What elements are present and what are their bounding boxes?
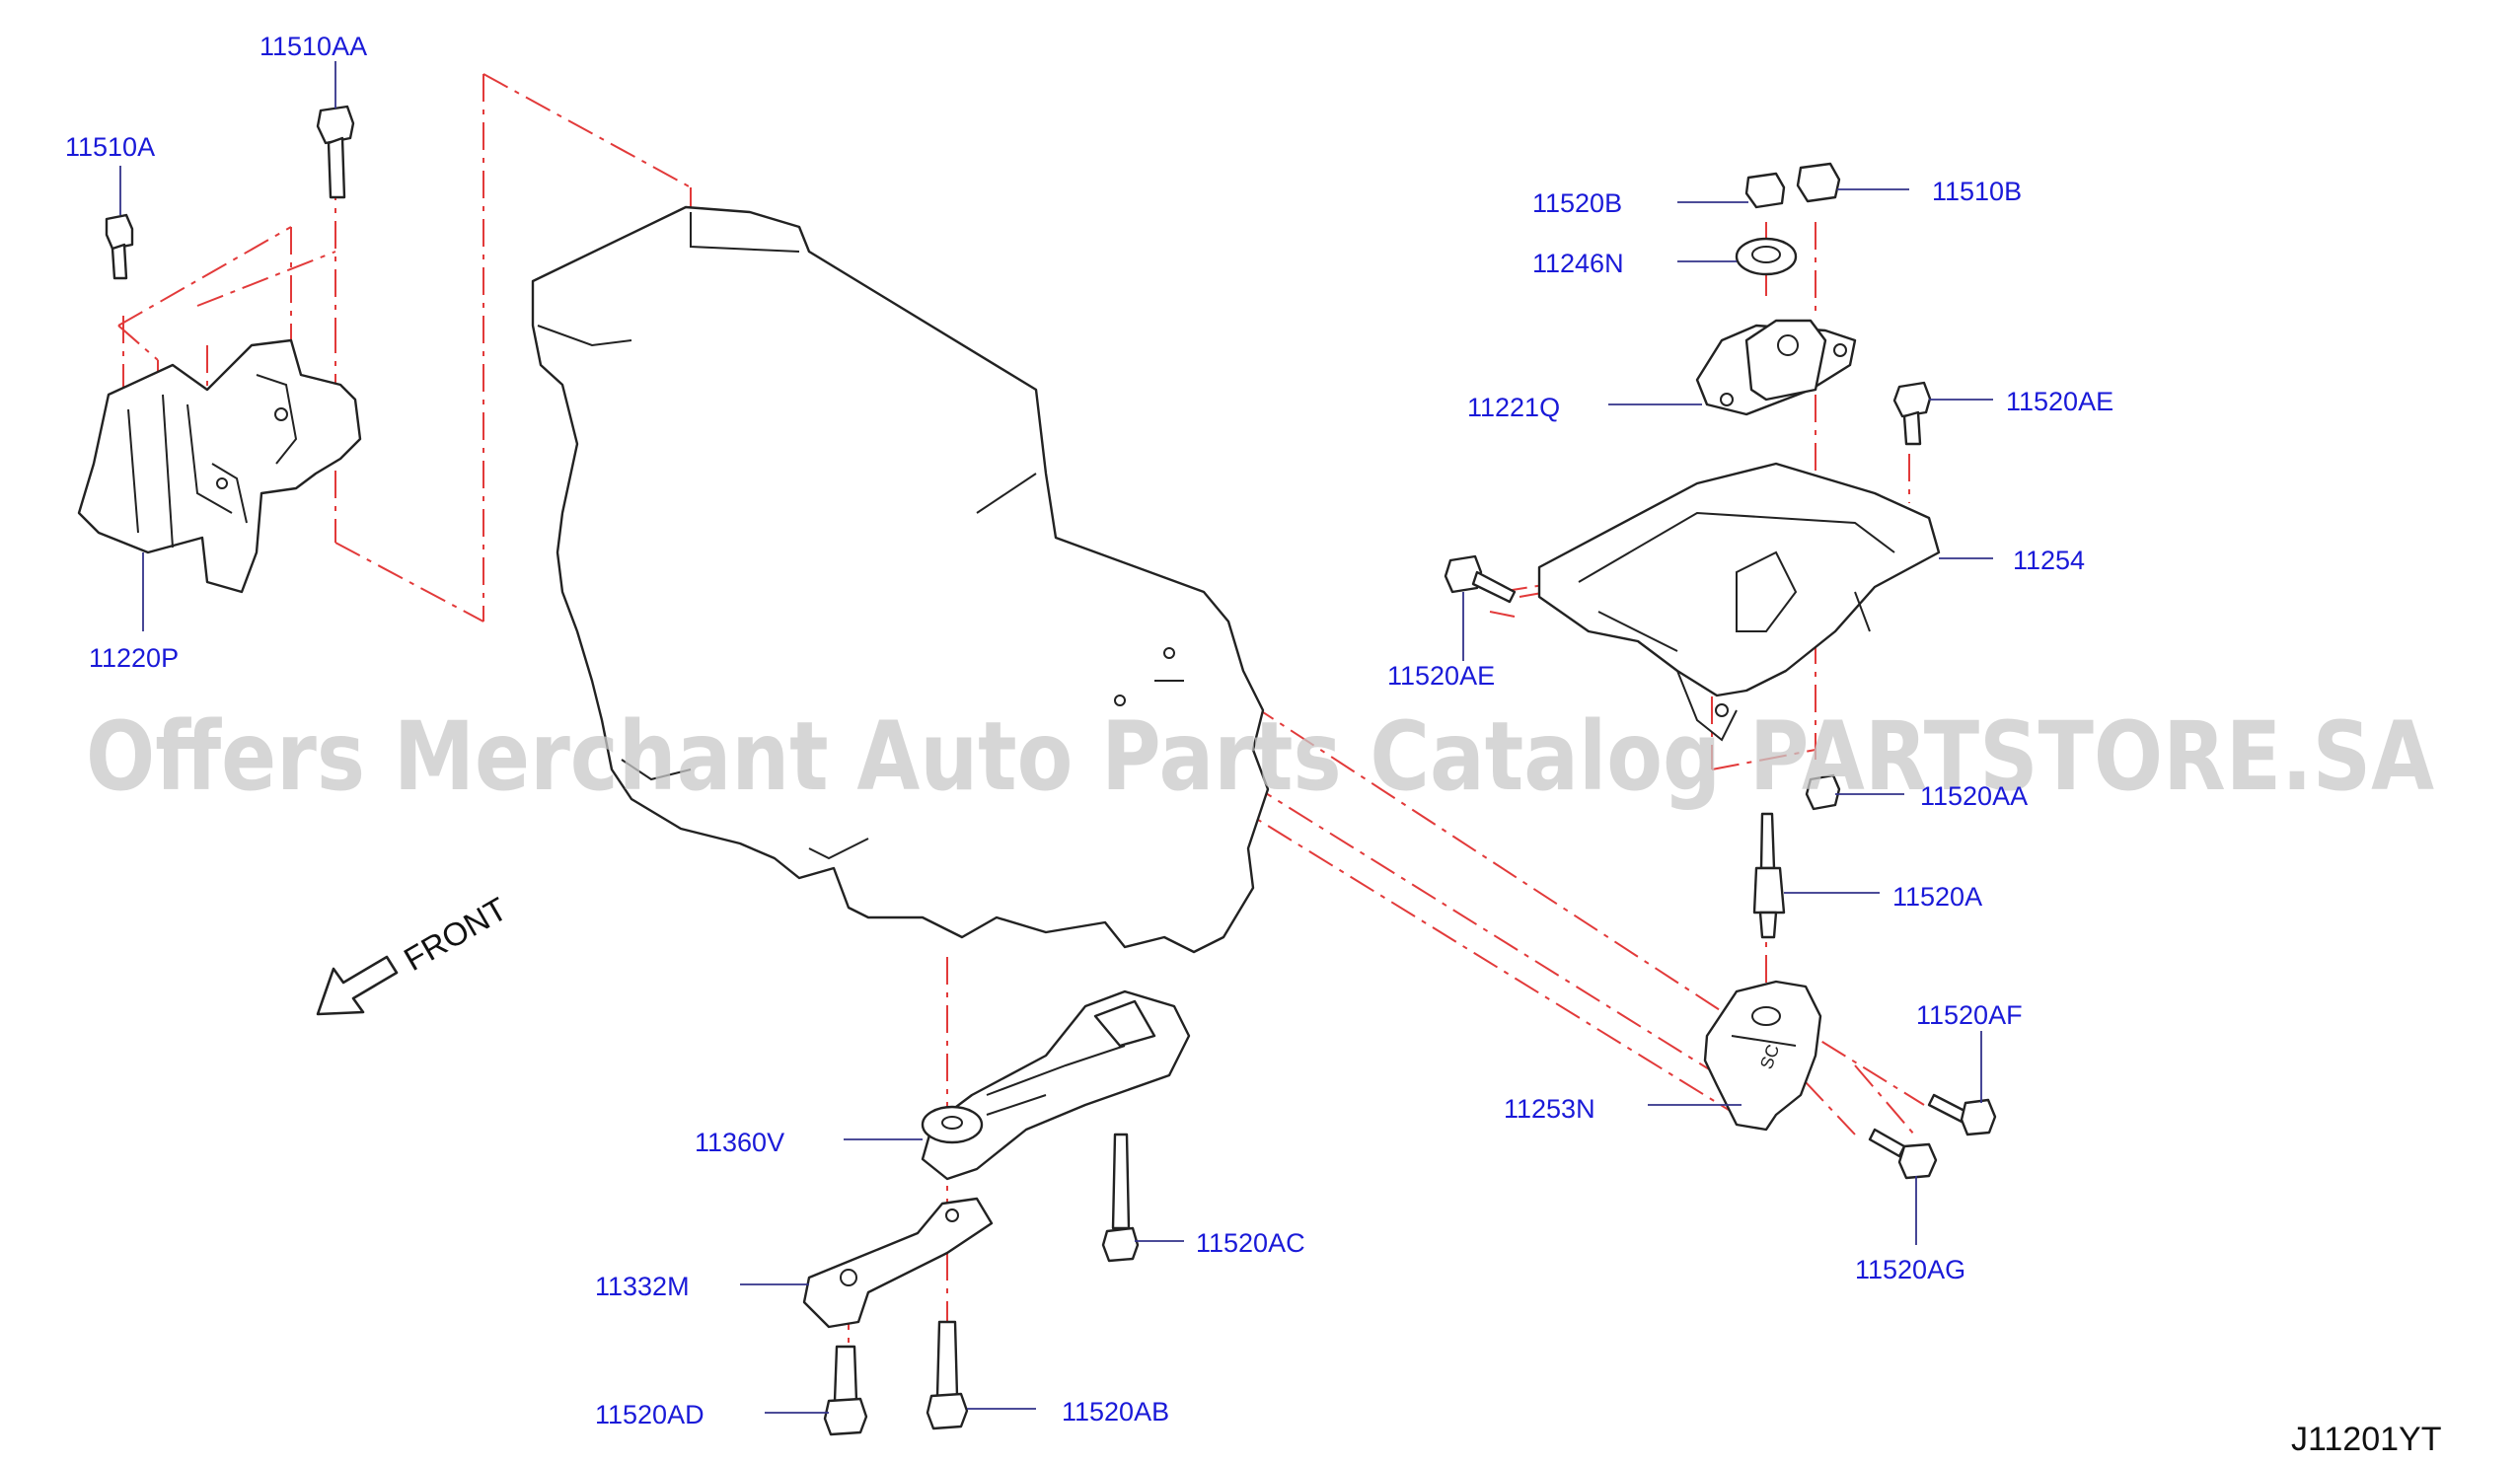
part-label-11510A[interactable]: 11510A bbox=[65, 132, 155, 162]
bolt-11510AA bbox=[316, 105, 355, 199]
bolt-11520AC bbox=[1101, 1133, 1140, 1263]
insulator-11221Q bbox=[1695, 319, 1857, 416]
part-label-11520B[interactable]: 11520B bbox=[1532, 188, 1622, 218]
part-label-11360V[interactable]: 11360V bbox=[695, 1128, 784, 1157]
bracket-11253N: SC bbox=[1703, 980, 1822, 1132]
part-label-11520AB[interactable]: 11520AB bbox=[1062, 1397, 1169, 1427]
part-labels: 11510AA 11510A 11220P 11520B 11510B 1124… bbox=[65, 32, 2113, 1429]
leader-lines bbox=[119, 61, 1993, 1414]
part-label-11221Q[interactable]: 11221Q bbox=[1467, 393, 1560, 422]
bolt-11510A bbox=[105, 213, 134, 280]
part-label-11520AG[interactable]: 11520AG bbox=[1855, 1255, 1965, 1284]
front-arrow-icon bbox=[316, 955, 399, 1016]
bolt-11520AG bbox=[1868, 1128, 1938, 1180]
bracket-11254 bbox=[1537, 462, 1941, 742]
bolt-11520AD bbox=[823, 1345, 868, 1436]
part-label-11254[interactable]: 11254 bbox=[2013, 546, 2085, 575]
part-label-11220P[interactable]: 11220P bbox=[89, 643, 179, 673]
diagram-code: J11201YT bbox=[2291, 1421, 2441, 1458]
front-label: FRONT bbox=[398, 890, 513, 978]
part-label-11520AE-left[interactable]: 11520AE bbox=[1387, 661, 1495, 691]
front-direction-indicator: FRONT bbox=[316, 890, 513, 1016]
bolt-11520AB bbox=[926, 1320, 969, 1430]
nut-11510B bbox=[1796, 162, 1841, 203]
part-label-11520AC[interactable]: 11520AC bbox=[1196, 1228, 1305, 1258]
nut-11520B bbox=[1744, 172, 1786, 209]
part-label-11520AD[interactable]: 11520AD bbox=[595, 1400, 704, 1429]
part-label-11520AA[interactable]: 11520AA bbox=[1920, 781, 2028, 811]
stud-11520A bbox=[1752, 812, 1786, 939]
watermark: Offers Merchant Auto Parts Catalog PARTS… bbox=[86, 701, 2434, 812]
part-label-11332M[interactable]: 11332M bbox=[595, 1272, 690, 1301]
engine-block-outline bbox=[531, 205, 1270, 954]
part-label-11510AA[interactable]: 11510AA bbox=[259, 32, 367, 61]
washer-11246N bbox=[1735, 237, 1798, 276]
bolt-11520AA bbox=[1805, 773, 1841, 811]
left-engine-mount-11220P bbox=[77, 338, 362, 594]
plate-11332M bbox=[802, 1197, 994, 1329]
part-label-11246N[interactable]: 11246N bbox=[1532, 249, 1624, 278]
part-label-11520A[interactable]: 11520A bbox=[1892, 882, 1982, 912]
bolt-11520AE-left bbox=[1444, 554, 1517, 604]
bolt-11520AF bbox=[1927, 1093, 1997, 1136]
bolt-11520AE-right bbox=[1892, 381, 1932, 446]
part-label-11253N[interactable]: 11253N bbox=[1504, 1094, 1595, 1124]
part-label-11520AF[interactable]: 11520AF bbox=[1916, 1000, 2023, 1030]
torque-rod-11360V bbox=[921, 989, 1191, 1181]
part-label-11520AE-right[interactable]: 11520AE bbox=[2006, 387, 2113, 416]
part-label-11510B[interactable]: 11510B bbox=[1932, 177, 2022, 206]
